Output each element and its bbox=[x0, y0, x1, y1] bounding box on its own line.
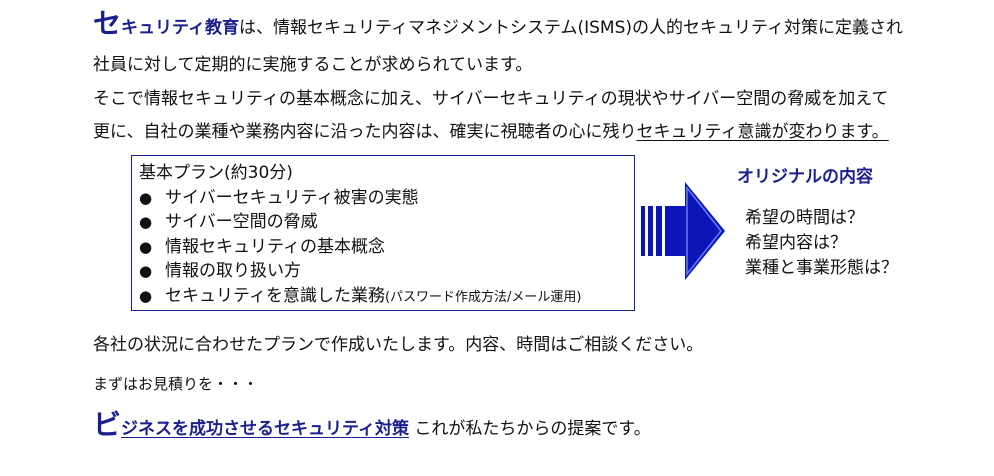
closing-line-2: まずはお見積りを・・・ bbox=[93, 375, 259, 393]
bullet-icon: ● bbox=[139, 213, 153, 231]
intro-line-2: 社員に対して定期的に実施することが求められています。 bbox=[93, 55, 533, 75]
plan-item-text: 情報セキュリティの基本概念 bbox=[165, 236, 385, 257]
plan-item-text: セキュリティを意識した業務 bbox=[165, 285, 385, 306]
basic-plan-title: 基本プラン(約30分) bbox=[139, 163, 293, 183]
intro-line-4-text: 更に、自社の業種や業務内容に沿った内容は、確実に視聴者の心に残り bbox=[93, 122, 637, 142]
bullet-icon: ● bbox=[139, 262, 153, 280]
keyword-security-education: キュリティ教育 bbox=[121, 18, 239, 38]
plan-item: ● サイバーセキュリティ被害の実態 bbox=[139, 186, 634, 211]
right-arrow-icon bbox=[641, 182, 725, 280]
closing-line-3: ビジネスを成功させるセキュリティ対策 これが私たちからの提案です。 bbox=[93, 411, 651, 440]
intro-line-1: セキュリティ教育は、情報セキュリティマネジメントシステム(ISMS)の人的セキュ… bbox=[93, 10, 903, 39]
intro-line-3: そこで情報セキュリティの基本概念に加え、サイバーセキュリティの現状やサイバー空間… bbox=[93, 89, 889, 109]
intro-line-1-text: は、情報セキュリティマネジメントシステム(ISMS)の人的セキュリティ対策に定義… bbox=[239, 18, 903, 38]
plan-item: ● 情報の取り扱い方 bbox=[139, 259, 634, 284]
closing-line-1: 各社の状況に合わせたプランで作成いたします。内容、時間はご相談ください。 bbox=[93, 335, 704, 355]
bullet-icon: ● bbox=[139, 286, 153, 305]
intro-line-4-underlined: セキュリティ意識が変わります。 bbox=[636, 122, 889, 142]
keyword-business-security: ジネスを成功させるセキュリティ対策 bbox=[121, 419, 409, 439]
original-item: 希望内容は？ bbox=[745, 233, 847, 253]
plan-item: ● 情報セキュリティの基本概念 bbox=[139, 235, 634, 260]
keyword-initial: ビ bbox=[93, 408, 122, 441]
plan-item-note: (パスワード作成方法/メール運用) bbox=[384, 289, 582, 305]
original-item: 業種と事業形態は？ bbox=[745, 258, 898, 278]
closing-line-3-text: これが私たちからの提案です。 bbox=[409, 419, 651, 439]
plan-item-text: サイバーセキュリティ被害の実態 bbox=[165, 187, 419, 208]
intro-line-4: 更に、自社の業種や業務内容に沿った内容は、確実に視聴者の心に残りセキュリティ意識… bbox=[93, 121, 889, 143]
plan-item-text: 情報の取り扱い方 bbox=[165, 261, 301, 281]
plan-item-text: サイバー空間の脅威 bbox=[165, 212, 318, 232]
original-content-title: オリジナルの内容 bbox=[737, 167, 873, 187]
plan-item: ● サイバー空間の脅威 bbox=[139, 210, 634, 235]
bullet-icon: ● bbox=[139, 188, 153, 207]
bullet-icon: ● bbox=[139, 237, 153, 256]
original-item: 希望の時間は？ bbox=[745, 208, 864, 228]
plan-item: ● セキュリティを意識した業務(パスワード作成方法/メール運用) bbox=[139, 284, 634, 311]
keyword-initial: セ bbox=[93, 7, 122, 40]
basic-plan-box: 基本プラン(約30分) ●サイバーセキュリティ被害の実態 ●サイバー空間の脅威 … bbox=[131, 155, 635, 311]
